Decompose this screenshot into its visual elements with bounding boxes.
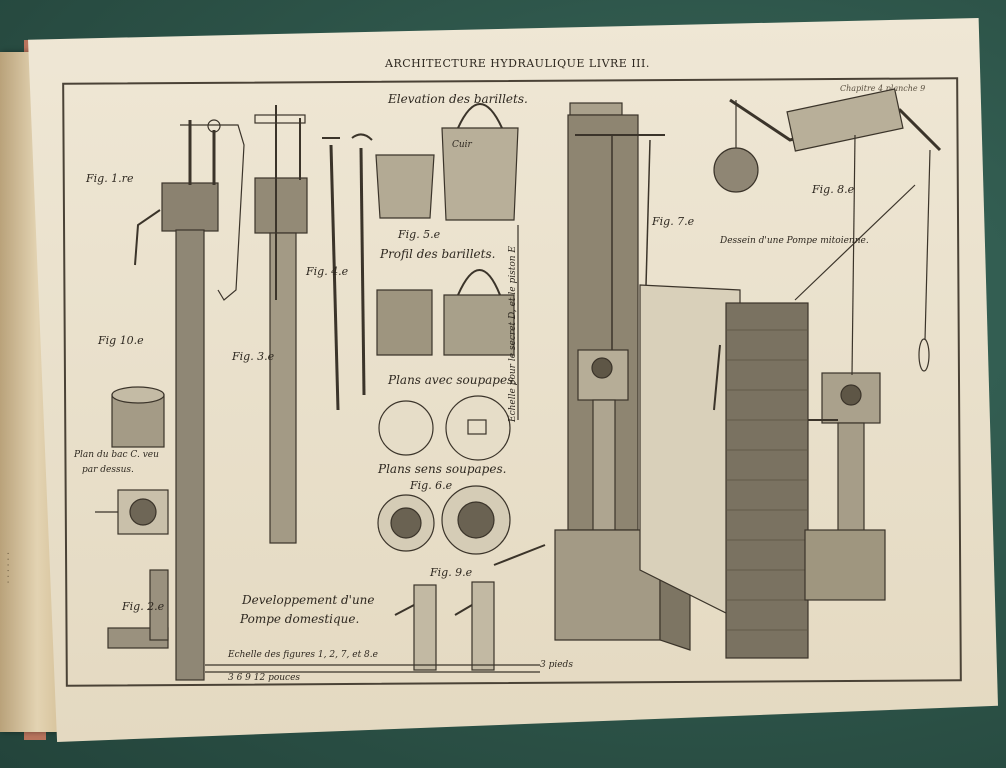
bottom-scale-units: 3 6 9 12 pouces — [228, 673, 301, 683]
fig6-plans — [377, 395, 511, 555]
fig4-piston-rods — [322, 133, 373, 411]
chapter-note: Chapitre 4 planche 9 — [840, 84, 926, 93]
fig1-label: Fig. 1.re — [86, 172, 134, 185]
fig8-label: Fig. 8.e — [812, 183, 855, 196]
scale-pieds-label: 3 pieds — [540, 660, 573, 670]
developpement-label-1: Developpement d'une — [242, 593, 375, 607]
fig5-label: Fig. 5.e — [398, 228, 441, 241]
elevation-label: Elevation des barillets. — [388, 92, 528, 106]
plans-sans-label: Plans sens soupapes. — [378, 462, 507, 476]
developpement-label-2: Pompe domestique. — [240, 612, 360, 626]
fig6-label: Fig. 6.e — [410, 479, 453, 492]
fig10-label: Fig 10.e — [98, 334, 144, 347]
fig1-domestic-pump — [107, 119, 245, 681]
fig9-spouts — [394, 544, 546, 671]
plate-header: ARCHITECTURE HYDRAULIQUE LIVRE III. — [385, 57, 650, 70]
profil-label: Profil des barillets. — [380, 247, 496, 261]
fig8-wall-pump — [639, 88, 942, 659]
fig2-label: Fig. 2.e — [122, 600, 165, 613]
vertical-scale-label: Echelle pour le secret D, et le piston E — [508, 246, 518, 422]
fig10-bucket — [95, 386, 169, 535]
fig3-label: Fig. 3.e — [232, 350, 275, 363]
cuir-label: Cuir — [452, 140, 472, 150]
plans-avec-label: Plans avec soupapes. — [388, 373, 518, 387]
plan-bac-label-1: Plan du bac C. veu — [74, 450, 159, 460]
dessein-label: Dessein d'une Pompe mitoienne. — [720, 236, 869, 246]
plan-bac-label-2: par dessus. — [82, 465, 134, 475]
bottom-scale-label: Echelle des figures 1, 2, 7, et 8.e — [228, 650, 378, 660]
scale-lines — [205, 225, 540, 673]
fig5-barrels — [375, 103, 519, 356]
fig4-label: Fig. 4.e — [306, 265, 349, 278]
fig3-pump-cylinder — [254, 105, 308, 544]
fig9-label: Fig. 9.e — [430, 566, 473, 579]
fig7-label: Fig. 7.e — [652, 215, 695, 228]
